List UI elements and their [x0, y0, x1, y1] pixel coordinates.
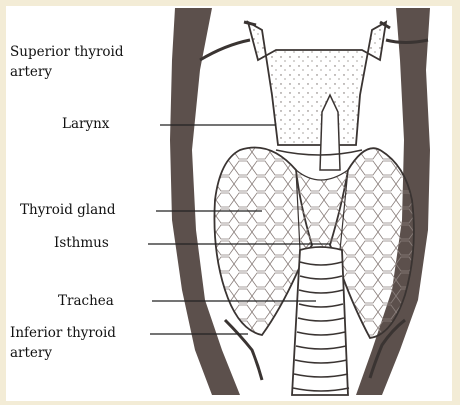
label-superior-line2: artery: [10, 64, 52, 80]
label-superior-line1: Superior thyroid: [10, 44, 124, 60]
cricoid-ring: [276, 150, 362, 155]
label-trachea: Trachea: [58, 291, 114, 311]
label-isthmus: Isthmus: [54, 233, 109, 253]
frame-left-border: [0, 0, 6, 405]
label-inferior-line2: artery: [10, 345, 52, 361]
frame-right-border: [452, 0, 460, 405]
label-inferior-thyroid-artery: Inferior thyroid artery: [10, 323, 170, 363]
superior-artery-left: [200, 22, 256, 60]
frame-top-border: [0, 0, 460, 6]
label-inferior-line1: Inferior thyroid: [10, 325, 116, 341]
label-larynx: Larynx: [62, 114, 109, 134]
isthmus-shape: [296, 170, 348, 254]
frame-bottom-border: [0, 401, 460, 405]
label-thyroid-gland: Thyroid gland: [20, 200, 116, 220]
larynx-shape: [248, 22, 386, 145]
label-superior-thyroid-artery: Superior thyroid artery: [10, 42, 170, 82]
